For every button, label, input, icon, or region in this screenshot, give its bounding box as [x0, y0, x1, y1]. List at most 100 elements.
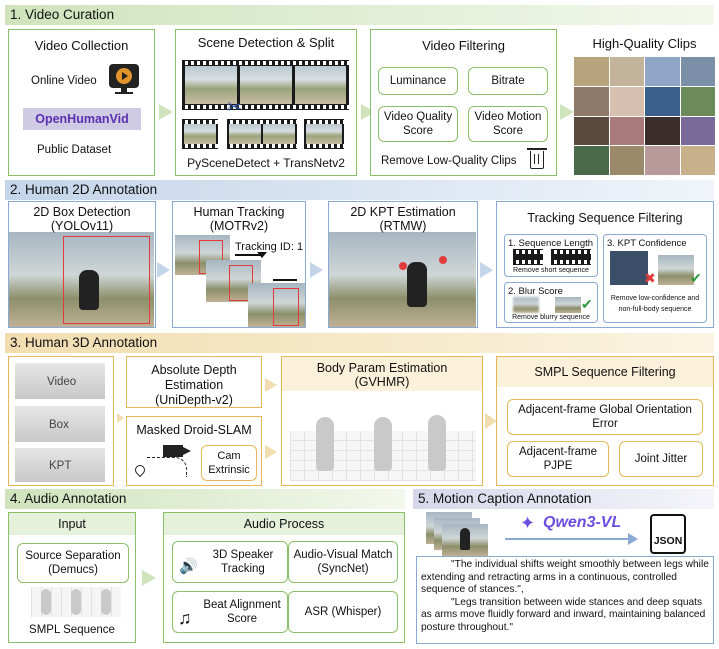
bitrate-box: Bitrate	[468, 67, 548, 95]
seq-length-card: 1. Sequence Length Remove short sequence	[504, 234, 598, 277]
music-note-icon: ♫	[178, 608, 192, 628]
smpl-figure-1	[316, 417, 334, 471]
json-label: JSON	[653, 535, 683, 547]
hq-clips-grid	[574, 57, 715, 175]
speaker-icon: 🔊	[179, 558, 198, 575]
video-player-icon	[109, 64, 139, 94]
section-video-curation-banner: 1. Video Curation	[5, 5, 714, 25]
caption-quote-2: "Legs transition between wide stances an…	[421, 596, 706, 633]
kpt-estimation-box: 2D KPT Estimation (RTMW)	[328, 201, 478, 328]
scissors-icon: ✂	[227, 97, 243, 117]
video-collection-title: Video Collection	[34, 38, 129, 53]
video-input-thumb	[15, 363, 105, 399]
body-param-title: Body Param Estimation	[316, 361, 448, 375]
keypoint-marker	[399, 262, 407, 270]
json-file-icon: JSON	[650, 514, 686, 554]
section-audio-banner: 4. Audio Annotation	[5, 489, 405, 509]
box-detection-title: 2D Box Detection	[33, 205, 131, 219]
arrow-11	[142, 570, 156, 586]
location-pin-icon	[132, 462, 148, 478]
film-strip-middle	[227, 119, 297, 149]
qwen-logo-icon: ✦	[520, 513, 536, 533]
video-input-label: Video	[47, 376, 77, 388]
audio-input-box: Input Source Separation (Demucs) SMPL Se…	[8, 512, 136, 643]
arrow-4	[157, 262, 170, 278]
depth-title: Absolute Depth Estimation	[151, 363, 237, 392]
openhumanvid-text: OpenHumanVid	[35, 112, 129, 126]
check-icon: ✔	[581, 296, 593, 312]
smpl-filter-title: SMPL Sequence Filtering	[497, 357, 713, 387]
inputs-3d-box: Video Box KPT	[8, 356, 114, 486]
cross-icon: ✖	[644, 270, 656, 286]
check-icon-2: ✔	[690, 270, 702, 286]
smpl-sequence-thumb	[31, 587, 121, 617]
body-param-model: (GVHMR)	[354, 375, 410, 389]
body-param-box: Body Param Estimation (GVHMR)	[281, 356, 483, 486]
trash-icon	[527, 148, 547, 169]
public-dataset-label: Public Dataset	[37, 144, 112, 156]
asr-box: ASR (Whisper)	[288, 591, 398, 633]
caption-quote-1: "The individual shifts weight smoothly b…	[421, 559, 709, 596]
human-tracking-model: (MOTRv2)	[209, 219, 269, 233]
video-filtering-box: Video Filtering Luminance Bitrate Video …	[370, 29, 557, 176]
motion-score-box: Video Motion Score	[468, 106, 548, 142]
kpt-confidence-label: 3. KPT Confidence	[607, 238, 687, 249]
joint-jitter-box: Joint Jitter	[619, 441, 703, 477]
av-match-box: Audio-Visual Match (SyncNet)	[288, 541, 398, 583]
kpt-estimation-model: (RTMW)	[379, 219, 427, 233]
smpl-sequence-label: SMPL Sequence	[29, 624, 115, 636]
tracking-filter-box: Tracking Sequence Filtering 1. Sequence …	[496, 201, 714, 328]
arrow-5	[310, 262, 323, 278]
kpt-input-label: KPT	[49, 460, 72, 472]
section-human3d-banner: 3. Human 3D Annotation	[5, 333, 714, 353]
speaker-tracking-box: 3D Speaker Tracking	[172, 541, 288, 583]
kpt-confidence-note: Remove low-confidence and non-full-body …	[610, 295, 700, 313]
caption-arrow	[505, 538, 629, 540]
film-strip-left	[182, 119, 218, 149]
cam-extrinsic-box: Cam Extrinsic	[201, 445, 257, 481]
camera-icon	[163, 445, 191, 457]
seq-length-note: Remove short sequence	[513, 267, 589, 274]
arrow-1	[159, 104, 173, 120]
scene-tools-label: PySceneDetect + TransNetv2	[187, 156, 345, 170]
kpt-estimation-title: 2D KPT Estimation	[350, 205, 456, 219]
speaker-tracking-label: 3D Speaker Tracking	[212, 549, 274, 575]
blur-score-note: Remove blurry sequence	[512, 314, 590, 321]
smpl-figure-2	[374, 417, 392, 471]
arrow-10	[485, 413, 497, 429]
video-filtering-title: Video Filtering	[422, 38, 505, 53]
box-input-thumb	[15, 406, 105, 442]
scene-detection-box: Scene Detection & Split ✂ PySceneDetect …	[175, 29, 357, 176]
beat-alignment-label: Beat Alignment Score	[203, 599, 281, 625]
online-video-label: Online Video	[31, 75, 97, 87]
audio-process-title: Audio Process	[164, 513, 404, 535]
audio-input-title: Input	[9, 513, 135, 535]
detection-bbox	[63, 236, 150, 324]
kpt-input-thumb	[15, 448, 105, 482]
source-separation-box: Source Separation (Demucs)	[17, 543, 129, 583]
arrow-7	[117, 413, 124, 423]
seq-length-label: 1. Sequence Length	[508, 238, 594, 249]
blur-score-label: 2. Blur Score	[508, 286, 563, 297]
section-caption-banner: 5. Motion Caption Annotation	[413, 489, 714, 509]
hq-clips-title: High-Quality Clips	[592, 36, 697, 51]
audio-process-box: Audio Process 3D Speaker Tracking 🔊 Audi…	[163, 512, 405, 643]
tracking-id-label: Tracking ID: 1	[235, 241, 304, 253]
box-detection-model: (YOLOv11)	[50, 219, 114, 233]
qwen-model-label: Qwen3-VL	[543, 514, 622, 531]
arrow-3	[560, 104, 574, 120]
beat-alignment-box: Beat Alignment Score	[172, 591, 288, 633]
caption-text-box: "The individual shifts weight smoothly b…	[416, 556, 714, 644]
pjpe-box: Adjacent-frame PJPE	[507, 441, 609, 477]
blur-score-card: 2. Blur Score ✔ Remove blurry sequence	[504, 282, 598, 323]
luminance-box: Luminance	[378, 67, 458, 95]
human-tracking-box: Human Tracking (MOTRv2) Tracking ID: 1	[172, 201, 306, 328]
human-tracking-title: Human Tracking	[193, 205, 285, 219]
arrow-8	[265, 378, 277, 392]
droid-slam-title: Masked Droid-SLAM	[136, 423, 252, 437]
hq-clips-panel: High-Quality Clips	[574, 29, 715, 176]
droid-slam-box: Masked Droid-SLAM Cam Extrinsic	[126, 416, 262, 486]
box-detection-box: 2D Box Detection (YOLOv11)	[8, 201, 156, 328]
video-collection-box: Video Collection Online Video OpenHumanV…	[8, 29, 155, 176]
section-human2d-banner: 2. Human 2D Annotation	[5, 180, 714, 200]
